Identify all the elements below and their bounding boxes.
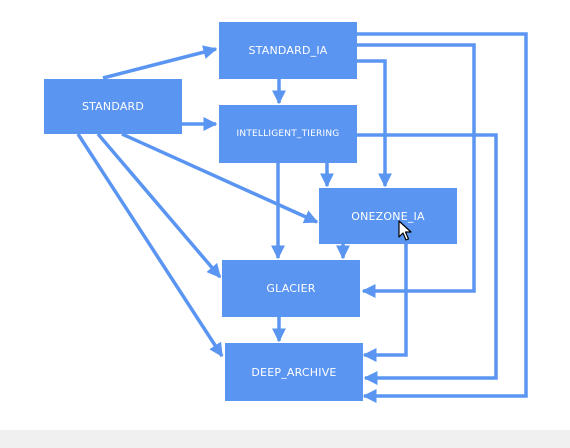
edge-standard-ia-to-onezone-ia: [357, 59, 392, 188]
node-standard-label: STANDARD: [81, 100, 145, 113]
edge-standard-to-deep-archive: [76, 133, 224, 358]
node-onezone-ia: ONEZONE_IA: [319, 188, 457, 244]
mouse-cursor-icon: [398, 220, 412, 241]
edge-standard-ia-to-deep-archive: [357, 32, 528, 403]
node-intelligent-tiering-label: INTELLIGENT_TIERING: [236, 129, 340, 139]
node-intelligent-tiering: INTELLIGENT_TIERING: [219, 105, 357, 163]
node-onezone-ia-label: ONEZONE_IA: [351, 209, 425, 223]
node-deep-archive-label: DEEP_ARCHIVE: [251, 365, 337, 379]
edge-standard-to-glacier: [96, 132, 222, 279]
node-glacier: GLACIER: [222, 260, 360, 317]
edge-standard-to-onezone-ia: [121, 132, 319, 224]
edge-standard-to-standard-ia: [102, 45, 218, 80]
node-standard-ia: STANDARD_IA: [219, 22, 357, 79]
edge-intelligent-tiering-to-deep-archive: [357, 133, 498, 385]
node-glacier-label: GLACIER: [266, 282, 316, 295]
bottom-band: [0, 430, 570, 448]
node-standard-ia-label: STANDARD_IA: [248, 44, 328, 57]
edge-onezone-ia-to-deep-archive: [362, 244, 408, 362]
node-deep-archive: DEEP_ARCHIVE: [225, 343, 363, 401]
edge-standard-ia-to-glacier: [357, 43, 476, 298]
node-standard: STANDARD: [44, 79, 182, 134]
